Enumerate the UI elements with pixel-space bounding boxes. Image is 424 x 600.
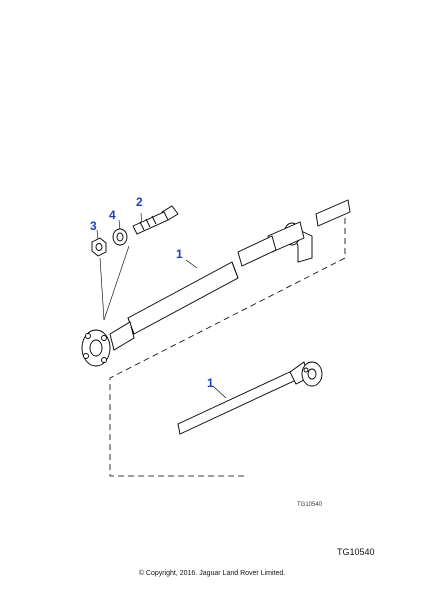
nut: [91, 237, 107, 257]
copyright-notice: © Copyright, 2016. Jaguar Land Rover Lim…: [138, 570, 286, 577]
assembly-boundary: [109, 208, 346, 477]
front-propeller-shaft: [81, 199, 351, 367]
leader-lines: [96, 212, 227, 399]
callout-bolt: 2: [136, 195, 143, 209]
callout-washer: 4: [109, 208, 116, 222]
illustration-reference-small: TG10540: [297, 502, 323, 508]
callout-shaft-rear: 1: [207, 376, 214, 390]
callout-shaft-front: 1: [176, 247, 183, 261]
washer: [112, 228, 128, 246]
illustration-reference: TG10540: [337, 547, 375, 557]
bolt: [132, 205, 179, 235]
rear-propeller-shaft: [177, 361, 323, 435]
callout-nut: 3: [90, 219, 97, 233]
